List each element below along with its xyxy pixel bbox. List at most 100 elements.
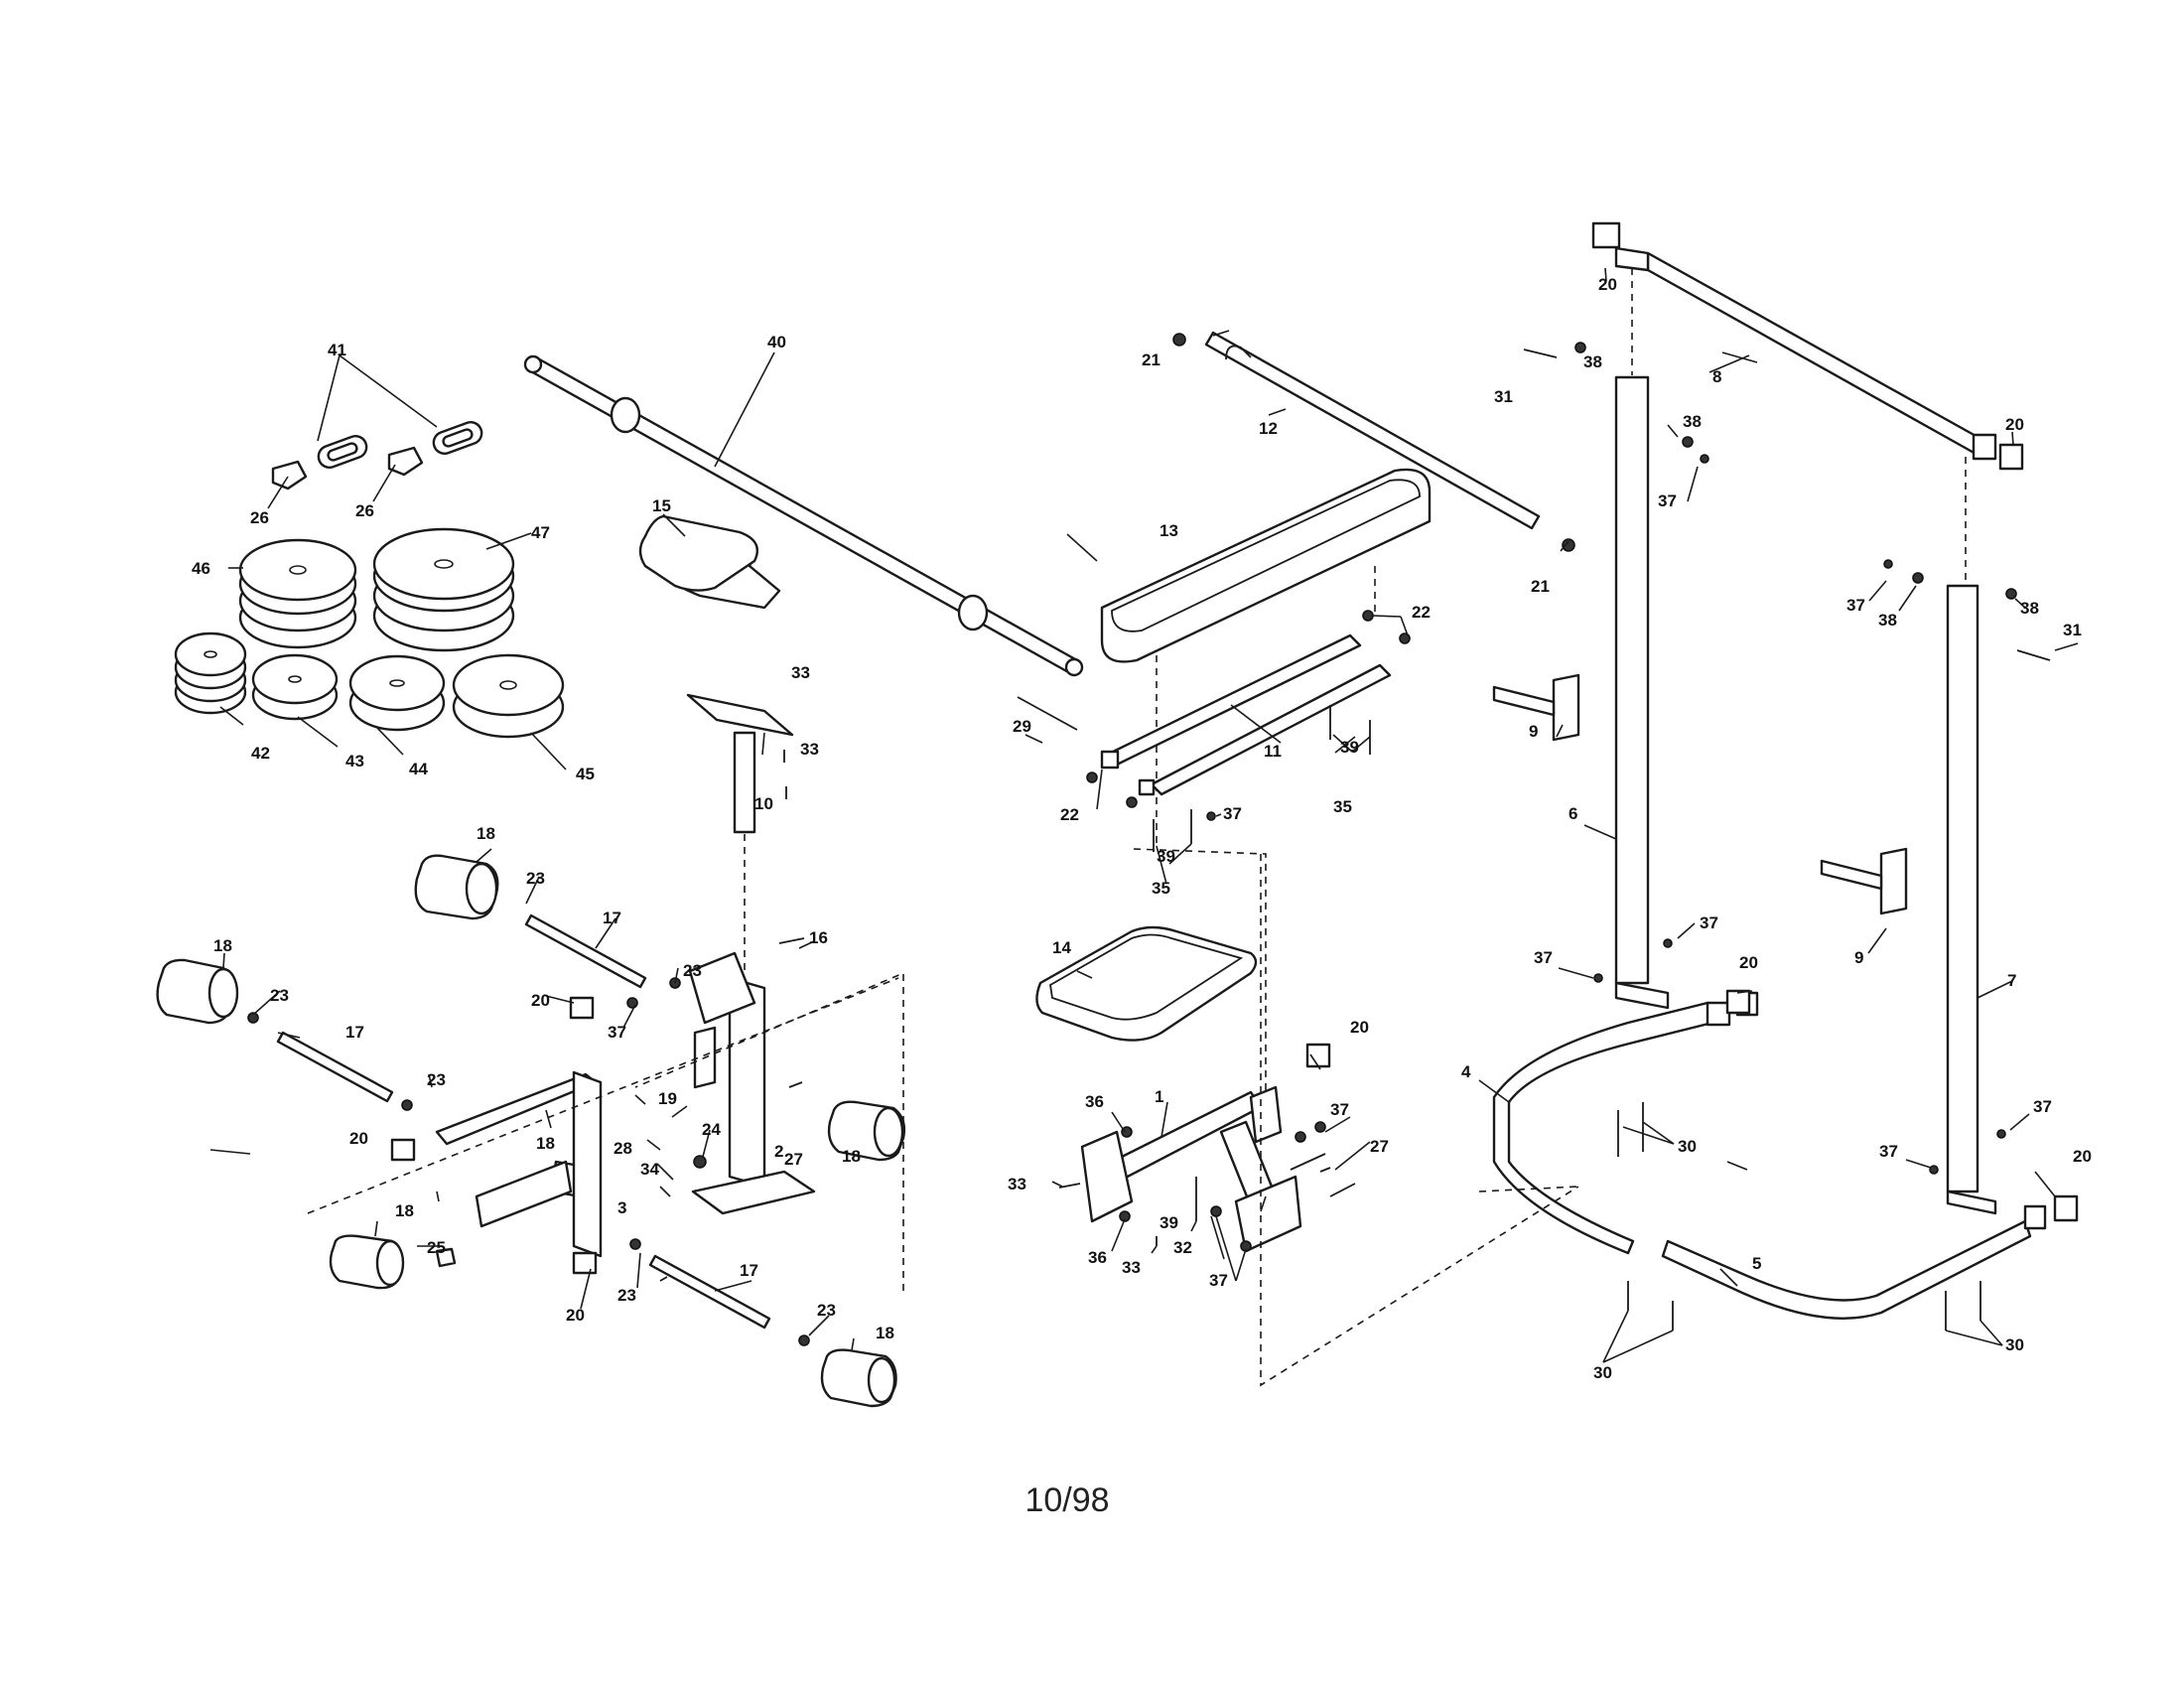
- callout-labels: 41 26 26 46 47 42 43 44 45 40 15 33 33 1…: [192, 275, 2092, 1382]
- leader-lines: [209, 267, 2079, 1363]
- callout-23: 23: [526, 869, 545, 888]
- callout-45: 45: [576, 765, 595, 783]
- callout-17: 17: [740, 1261, 758, 1280]
- callout-20: 20: [2005, 415, 2024, 434]
- leg-frame: [435, 951, 816, 1258]
- callout-18: 18: [876, 1324, 894, 1342]
- callout-17: 17: [603, 909, 621, 927]
- callout-33: 33: [1122, 1258, 1141, 1277]
- callout-23: 23: [683, 961, 702, 980]
- callout-18: 18: [395, 1201, 414, 1220]
- callout-4: 4: [1461, 1062, 1471, 1081]
- rack-frame: [1492, 221, 2079, 1320]
- callout-12: 12: [1259, 419, 1278, 438]
- callout-30: 30: [2005, 1335, 2024, 1354]
- callout-10: 10: [754, 794, 773, 813]
- callout-47: 47: [531, 523, 550, 542]
- callout-25: 25: [427, 1238, 446, 1257]
- callout-39: 39: [1340, 738, 1359, 757]
- callout-7: 7: [2007, 971, 2016, 990]
- callout-23: 23: [270, 986, 289, 1005]
- callout-31: 31: [2063, 621, 2082, 639]
- callout-21: 21: [1531, 577, 1550, 596]
- callout-33: 33: [791, 663, 810, 682]
- callout-20: 20: [2073, 1147, 2092, 1166]
- callout-37: 37: [1700, 913, 1718, 932]
- callout-35: 35: [1152, 879, 1170, 898]
- callout-22: 22: [1412, 603, 1431, 622]
- callout-33: 33: [1008, 1175, 1026, 1193]
- seat-assembly: [638, 514, 794, 973]
- callout-35: 35: [1333, 797, 1352, 816]
- collars: [271, 421, 483, 491]
- callout-28: 28: [614, 1139, 632, 1158]
- callout-37: 37: [2033, 1097, 2052, 1116]
- callout-23: 23: [817, 1301, 836, 1320]
- callout-44: 44: [409, 760, 428, 778]
- callout-8: 8: [1712, 367, 1721, 386]
- date-code: 10/98: [1024, 1481, 1110, 1519]
- callout-27: 27: [784, 1150, 803, 1169]
- callout-37: 37: [1534, 948, 1553, 967]
- callout-15: 15: [652, 496, 671, 515]
- callout-16: 16: [809, 928, 828, 947]
- weight-plates: [174, 527, 565, 739]
- callout-37: 37: [1658, 491, 1677, 510]
- callout-37: 37: [1330, 1100, 1349, 1119]
- callout-36: 36: [1088, 1248, 1107, 1267]
- bar-12: [1204, 331, 1541, 530]
- assembly-lines: [307, 848, 1579, 1387]
- callout-18: 18: [842, 1147, 861, 1166]
- rods: [276, 913, 771, 1330]
- seat-pad: [1035, 925, 1258, 1042]
- callout-3: 3: [617, 1198, 626, 1217]
- callout-34: 34: [640, 1160, 659, 1179]
- callout-18: 18: [536, 1134, 555, 1153]
- callout-33: 33: [800, 740, 819, 759]
- callout-42: 42: [251, 744, 270, 763]
- callout-37: 37: [1209, 1271, 1228, 1290]
- callout-26: 26: [250, 508, 269, 527]
- callout-32: 32: [1173, 1238, 1192, 1257]
- callout-20: 20: [1598, 275, 1617, 294]
- backpad: [1100, 468, 1432, 849]
- leg-rollers: [156, 854, 906, 1408]
- callout-9: 9: [1854, 948, 1863, 967]
- callout-17: 17: [345, 1023, 364, 1042]
- callout-36: 36: [1085, 1092, 1104, 1111]
- barbell: [523, 354, 1084, 677]
- callout-5: 5: [1752, 1254, 1761, 1273]
- callout-18: 18: [477, 824, 495, 843]
- callout-38: 38: [1583, 352, 1602, 371]
- callout-22: 22: [1060, 805, 1079, 824]
- callout-20: 20: [1739, 953, 1758, 972]
- callout-31: 31: [1494, 387, 1513, 406]
- callout-11: 11: [1264, 742, 1282, 761]
- callout-20: 20: [349, 1129, 368, 1148]
- callout-24: 24: [702, 1120, 721, 1139]
- callout-37: 37: [608, 1023, 626, 1042]
- callout-37: 37: [1223, 804, 1242, 823]
- callout-30: 30: [1678, 1137, 1697, 1156]
- callout-6: 6: [1569, 804, 1577, 823]
- callout-41: 41: [328, 341, 346, 359]
- callout-38: 38: [1683, 412, 1702, 431]
- callout-39: 39: [1157, 847, 1175, 866]
- callout-37: 37: [1879, 1142, 1898, 1161]
- callout-20: 20: [1350, 1018, 1369, 1037]
- callout-38: 38: [2020, 599, 2039, 618]
- callout-46: 46: [192, 559, 210, 578]
- seat-frame: [1080, 1085, 1302, 1253]
- hardware: [247, 333, 2051, 1346]
- callout-23: 23: [427, 1070, 446, 1089]
- callout-39: 39: [1160, 1213, 1178, 1232]
- callout-9: 9: [1529, 722, 1538, 741]
- bar-hooks: [1492, 673, 1908, 915]
- callout-38: 38: [1878, 611, 1897, 630]
- callout-26: 26: [355, 501, 374, 520]
- callout-14: 14: [1052, 938, 1071, 957]
- callout-29: 29: [1013, 717, 1031, 736]
- callout-21: 21: [1142, 351, 1160, 369]
- callout-2: 2: [774, 1142, 783, 1161]
